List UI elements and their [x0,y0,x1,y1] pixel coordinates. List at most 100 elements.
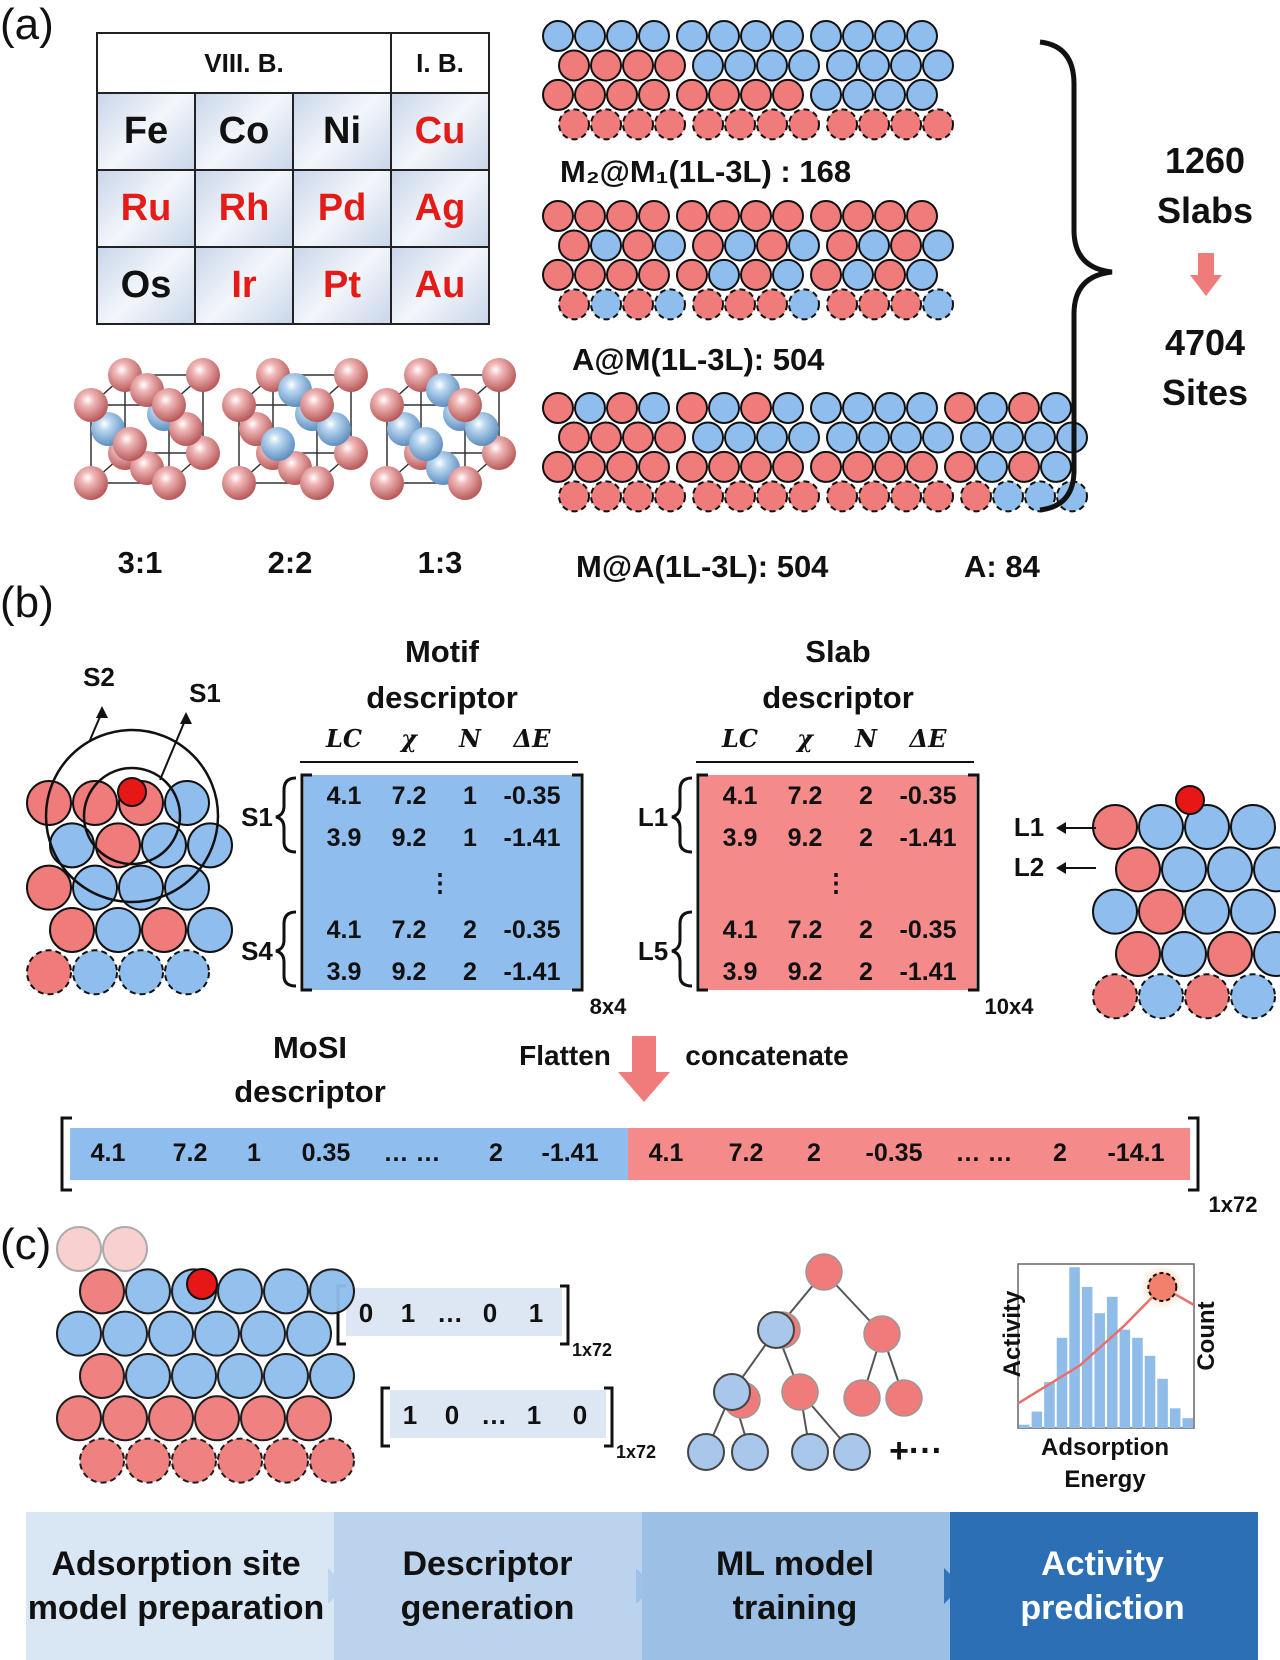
atom-red [334,436,368,470]
atom [118,864,164,911]
cell-edge [90,404,170,484]
panel-label-c: (c) [0,1220,52,1269]
atom [676,258,708,291]
slab-header-3: ΔE [909,724,947,753]
atom [960,421,992,454]
atom [606,78,638,111]
atom [890,421,922,454]
atom [842,78,874,111]
atom [842,258,874,291]
atom [95,906,141,953]
atom [654,108,686,141]
atom [654,421,686,454]
histogram-bar [1144,1355,1156,1428]
motif-bracket-right [572,773,584,992]
mosi-title-line1: MoSI [272,1030,348,1065]
slab-ellipsis: ⋮ [823,869,849,897]
arrowhead [1056,822,1066,834]
atom [622,49,654,82]
mosi-blue-cell: 7.2 [172,1139,208,1167]
slab-cell: 2 [859,782,873,810]
element-cell: Ru [96,169,196,248]
atom [542,450,574,483]
motif-size-label: 8x4 [589,994,627,1019]
adsorbate [186,1268,218,1300]
atom [810,450,842,483]
atom [1161,930,1207,977]
element-cell: Pt [292,246,392,325]
atom [724,49,756,82]
tree-node [757,1311,795,1349]
atom [692,229,724,262]
binary-vector-1-cell: 1 [528,1298,544,1328]
atom [118,949,164,996]
atom-blue [465,412,499,446]
slab-cell: -0.35 [899,782,957,810]
atom [842,200,874,232]
atom [622,288,654,321]
slab-cell: 9.2 [787,958,823,986]
histogram-bar [1056,1337,1068,1428]
slab-group-am-label: A@M(1L-3L): 504 [572,342,825,377]
atom [676,20,708,52]
atom [788,421,820,454]
atom [724,108,756,141]
mosi-red-cell: -0.35 [865,1139,923,1167]
atom [788,288,820,321]
motif-cell: 4.1 [326,916,362,944]
mosi-bracket-left [60,1116,72,1192]
atom [1184,804,1230,850]
motif-cell: -1.41 [503,824,561,852]
atom [740,20,772,52]
motif-cell: 9.2 [391,824,427,852]
atom [756,229,788,262]
atom [574,450,606,483]
atom [1230,973,1276,1020]
atom [263,1268,309,1315]
slab-cell: 7.2 [787,916,823,944]
atom [708,258,740,291]
atom [638,450,670,483]
atom [874,392,906,424]
atom [638,200,670,232]
binary-vector-1-cell: … [437,1298,463,1328]
atom [740,78,772,111]
atom [890,229,922,262]
motif-header-0: LC [326,724,362,753]
atom [606,258,638,291]
slab-cell: -0.35 [899,916,957,944]
activity-histogram [1017,1263,1195,1429]
atom [692,421,724,454]
atom [217,1352,263,1399]
atom [574,200,606,232]
atom [976,392,1008,424]
atom [858,421,890,454]
element-cell: Co [194,92,294,171]
motif-cell: 2 [463,958,477,986]
atom [542,258,574,291]
mosi-red-cell: 7.2 [728,1139,764,1167]
workflow-step-2: Descriptor generation [400,1545,575,1627]
atom [724,480,756,513]
atom [622,480,654,513]
atom [708,450,740,483]
atom [1040,392,1072,424]
atom [708,20,740,52]
peak-marker [1147,1271,1178,1302]
atom [164,864,210,911]
atom-blue [409,427,443,461]
atom [756,108,788,141]
slab-bracket-left [696,773,708,992]
atom [756,49,788,82]
atom [842,20,874,52]
binary-vector-2-cell: … [481,1400,507,1430]
atom [676,78,708,111]
atom-blue [317,412,351,446]
histogram-bar [1044,1382,1055,1428]
atom-red [300,388,334,422]
atom [906,392,938,424]
binary-vector-2-bracket-left [380,1386,390,1448]
atom [638,258,670,291]
slab-cell: 9.2 [787,824,823,852]
